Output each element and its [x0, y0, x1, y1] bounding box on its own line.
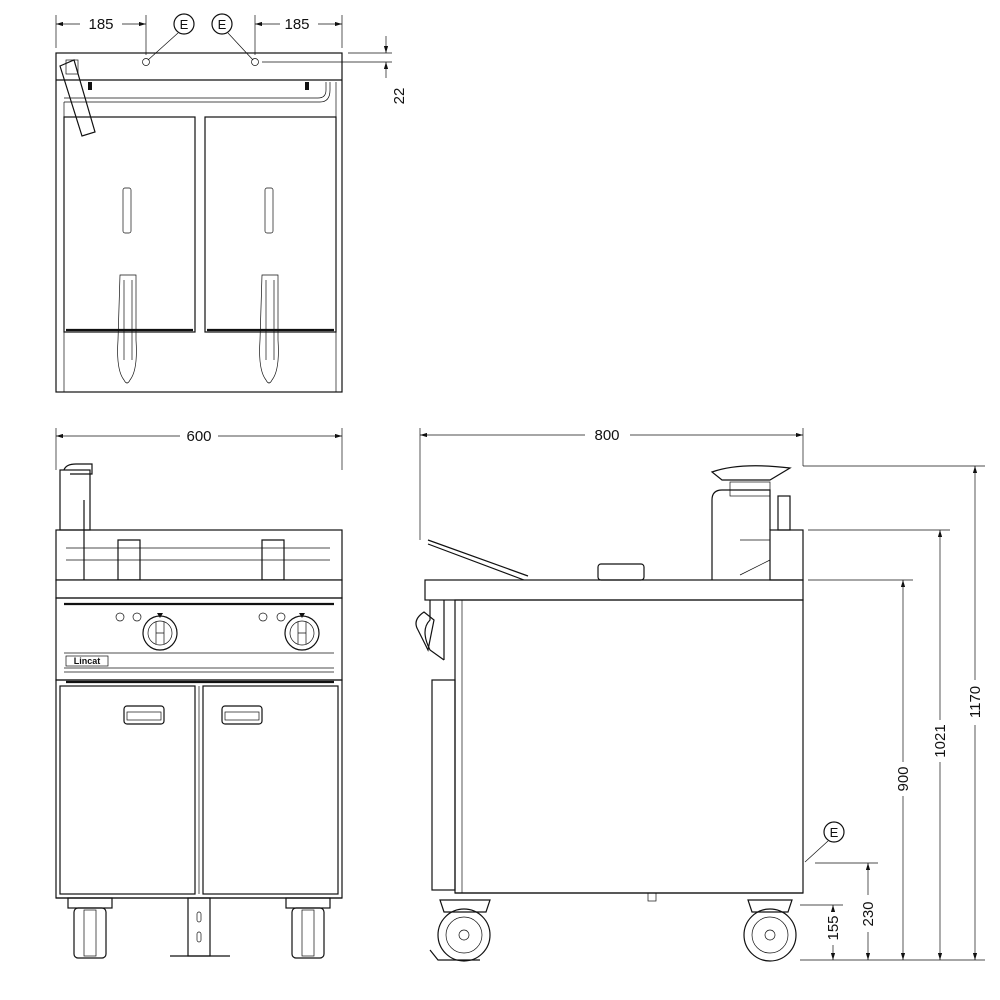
svg-text:230: 230 — [860, 901, 877, 926]
dimension-600: 600 — [56, 428, 342, 445]
dimension-22: 22 — [262, 36, 408, 104]
brand-logo: Lincat — [65, 655, 109, 667]
dimension-800: 800 — [420, 427, 803, 444]
svg-text:E: E — [180, 17, 189, 32]
svg-text:E: E — [830, 825, 839, 840]
dimension-230: 230 — [860, 863, 877, 960]
svg-text:1170: 1170 — [967, 686, 984, 718]
svg-text:155: 155 — [825, 915, 842, 940]
castor-rear — [743, 899, 797, 962]
dimension-1021: 1021 — [932, 530, 949, 960]
svg-text:Lincat: Lincat — [74, 656, 101, 666]
front-view: 600 Lincat — [55, 428, 343, 959]
basket-right — [204, 116, 337, 384]
svg-text:185: 185 — [284, 16, 309, 33]
castor-front — [429, 899, 491, 962]
control-knob-left — [142, 613, 178, 651]
callout-e-left: E — [147, 13, 195, 61]
dimension-155: 155 — [825, 905, 842, 960]
dimension-1170: 1170 — [967, 466, 984, 960]
dimension-185-right: 185 — [255, 16, 342, 33]
dimension-185-left: 185 — [56, 16, 146, 33]
callout-e-right: E — [211, 13, 254, 61]
control-knob-right — [284, 613, 320, 651]
castor-left — [67, 897, 113, 959]
basket-hook-arm — [59, 59, 96, 137]
svg-text:600: 600 — [186, 428, 211, 445]
castor-right — [285, 897, 331, 959]
callout-e-side: E — [804, 821, 845, 863]
svg-text:185: 185 — [88, 16, 113, 33]
svg-text:E: E — [218, 17, 227, 32]
side-view: 800 — [415, 427, 985, 962]
svg-text:900: 900 — [895, 766, 912, 791]
svg-text:22: 22 — [391, 88, 408, 105]
basket-left — [63, 116, 196, 384]
dimension-900: 900 — [895, 580, 912, 960]
svg-text:800: 800 — [594, 427, 619, 444]
svg-text:1021: 1021 — [932, 724, 949, 757]
drain-leg — [170, 897, 230, 957]
top-view: 185 185 E E 22 — [55, 13, 408, 393]
